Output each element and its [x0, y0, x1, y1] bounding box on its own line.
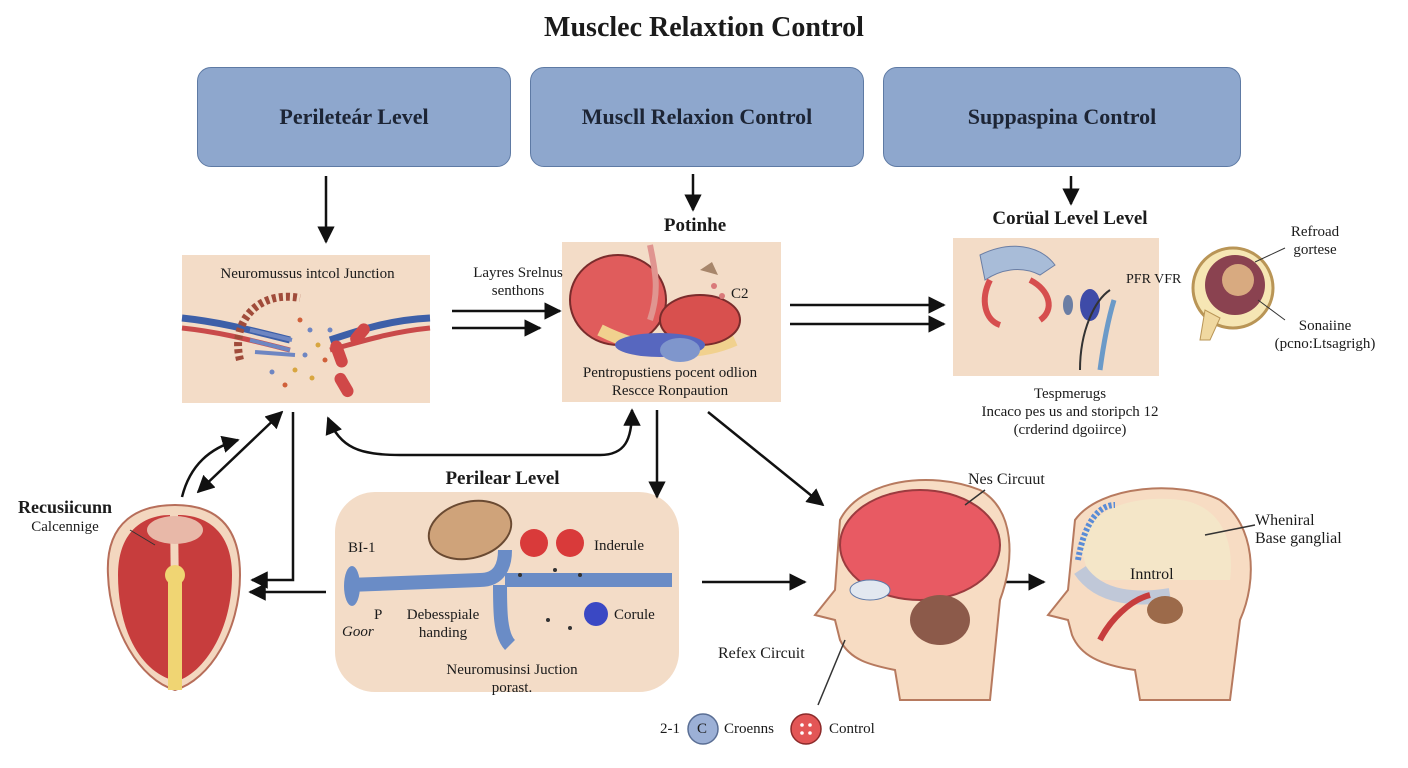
muscle-illustration: [106, 503, 242, 692]
reflex-circuit-label: Refex Circuit: [718, 645, 805, 662]
arrow-muscle-nmj-curve: [180, 435, 240, 498]
basal-head-illustration: [1046, 487, 1256, 701]
pontine-illustration: [569, 244, 741, 362]
perilear-nj-label: Neuromusinsi Juction porast.: [412, 661, 612, 697]
cortical-note-line2: Incaco pes us and storipch 12: [981, 404, 1159, 420]
cortical-pfr-label: PFR VFR: [1126, 272, 1182, 287]
sonaiine-label: Sonaiine (pcno:Ltsagrigh): [1265, 317, 1385, 353]
pontine-caption-line1: Pentropustiens pocent odlion: [582, 365, 758, 381]
refroad-label: Refroad gortese: [1265, 223, 1365, 259]
brain-head-illustration: [813, 479, 1011, 706]
recusiicunn-label: Recusiicunn Calcennige: [0, 497, 130, 536]
perilear-nj-line1: Neuromusinsi Juction: [446, 662, 578, 678]
layres-line1: Layres Srelnus: [473, 265, 563, 281]
nes-circuit-label: Nes Circuut: [968, 471, 1045, 488]
sonaiine-line2: (pcno:Ltsagrigh): [1274, 336, 1376, 352]
header-box-muscle-relaxion: Muscll Relaxion Control: [530, 67, 864, 167]
arrow-curve-nmj-pontine: [325, 408, 641, 457]
cortical-note-line1: Tespmerugs: [1033, 386, 1107, 402]
legend-number: 2-1: [660, 721, 680, 737]
wheniral-line1: Wheniral: [1255, 512, 1315, 529]
header-box-peripheral: Perileteár Level: [197, 67, 511, 167]
perilear-nj-line2: porast.: [491, 680, 533, 696]
arrow-pontine-to-brain: [707, 411, 825, 507]
pontine-c2-label: C2: [731, 286, 749, 302]
refroad-line1: Refroad: [1290, 224, 1340, 240]
legend-control-circle: [790, 713, 822, 745]
pontine-caption: Pentropustiens pocent odlion Rescce Ronp…: [560, 364, 780, 400]
cortical-title: Corüal Level Level: [992, 208, 1148, 229]
pontine-caption-line2: Rescce Ronpaution: [611, 383, 729, 399]
legend-croenns-label: Croenns: [724, 721, 774, 737]
layres-line2: senthons: [491, 283, 545, 299]
cortical-note: Tespmerugs Incaco pes us and storipch 12…: [930, 385, 1210, 439]
nmj-panel: [182, 255, 430, 403]
perilear-corule-label: Corule: [614, 607, 655, 623]
perilear-deb-line2: handing: [418, 625, 468, 641]
sonaiine-line1: Sonaiine: [1298, 318, 1352, 334]
introl-label: Inntrol: [1130, 566, 1174, 583]
arrow-nmj-muscle-diagonal: [196, 410, 284, 494]
refroad-line2: gortese: [1293, 242, 1337, 258]
legend-c-circle: [687, 713, 719, 745]
perilear-deb-line1: Debesspiale: [406, 607, 480, 623]
header-peripheral-label: Perileteár Level: [279, 104, 429, 129]
perilear-goor-label: Goor: [342, 624, 374, 640]
header-supraspinal-label: Suppaspina Control: [967, 104, 1157, 129]
perilear-p-label: P: [374, 607, 383, 623]
pontine-title: Potinhe: [663, 215, 727, 236]
wheniral-label: Wheniral Base ganglial: [1255, 512, 1342, 548]
nmj-illustration: [181, 292, 431, 398]
perilear-inderule-label: Inderule: [594, 538, 644, 554]
diagram-title: Musclec Relaxtion Control: [544, 12, 864, 43]
wheniral-line2: Base ganglial: [1255, 530, 1342, 547]
cortical-illustration: [979, 245, 1117, 371]
perilear-title: Perilear Level: [445, 468, 560, 489]
recusiicunn-line2: Calcennige: [31, 519, 99, 535]
perilear-deb-label: Debesspiale handing: [388, 606, 498, 642]
arrow-nmj-to-muscle: [250, 412, 295, 589]
recusiicunn-line1: Recusiicunn: [17, 497, 113, 517]
layres-label: Layres Srelnus senthons: [458, 264, 578, 300]
header-box-supraspinal: Suppaspina Control: [883, 67, 1241, 167]
header-muscle-relaxion-label: Muscll Relaxion Control: [581, 104, 813, 129]
cortical-note-line3: (crderind dgoiirce): [1013, 422, 1127, 438]
legend-c-symbol: C: [697, 721, 708, 737]
perilear-bl1-label: BI-1: [348, 540, 376, 556]
nmj-label: Neuromussus intcol Junction: [220, 266, 395, 282]
refroad-illustration: [1191, 246, 1286, 341]
perilear-illustration: [344, 499, 672, 650]
legend-control-label: Control: [829, 721, 875, 737]
